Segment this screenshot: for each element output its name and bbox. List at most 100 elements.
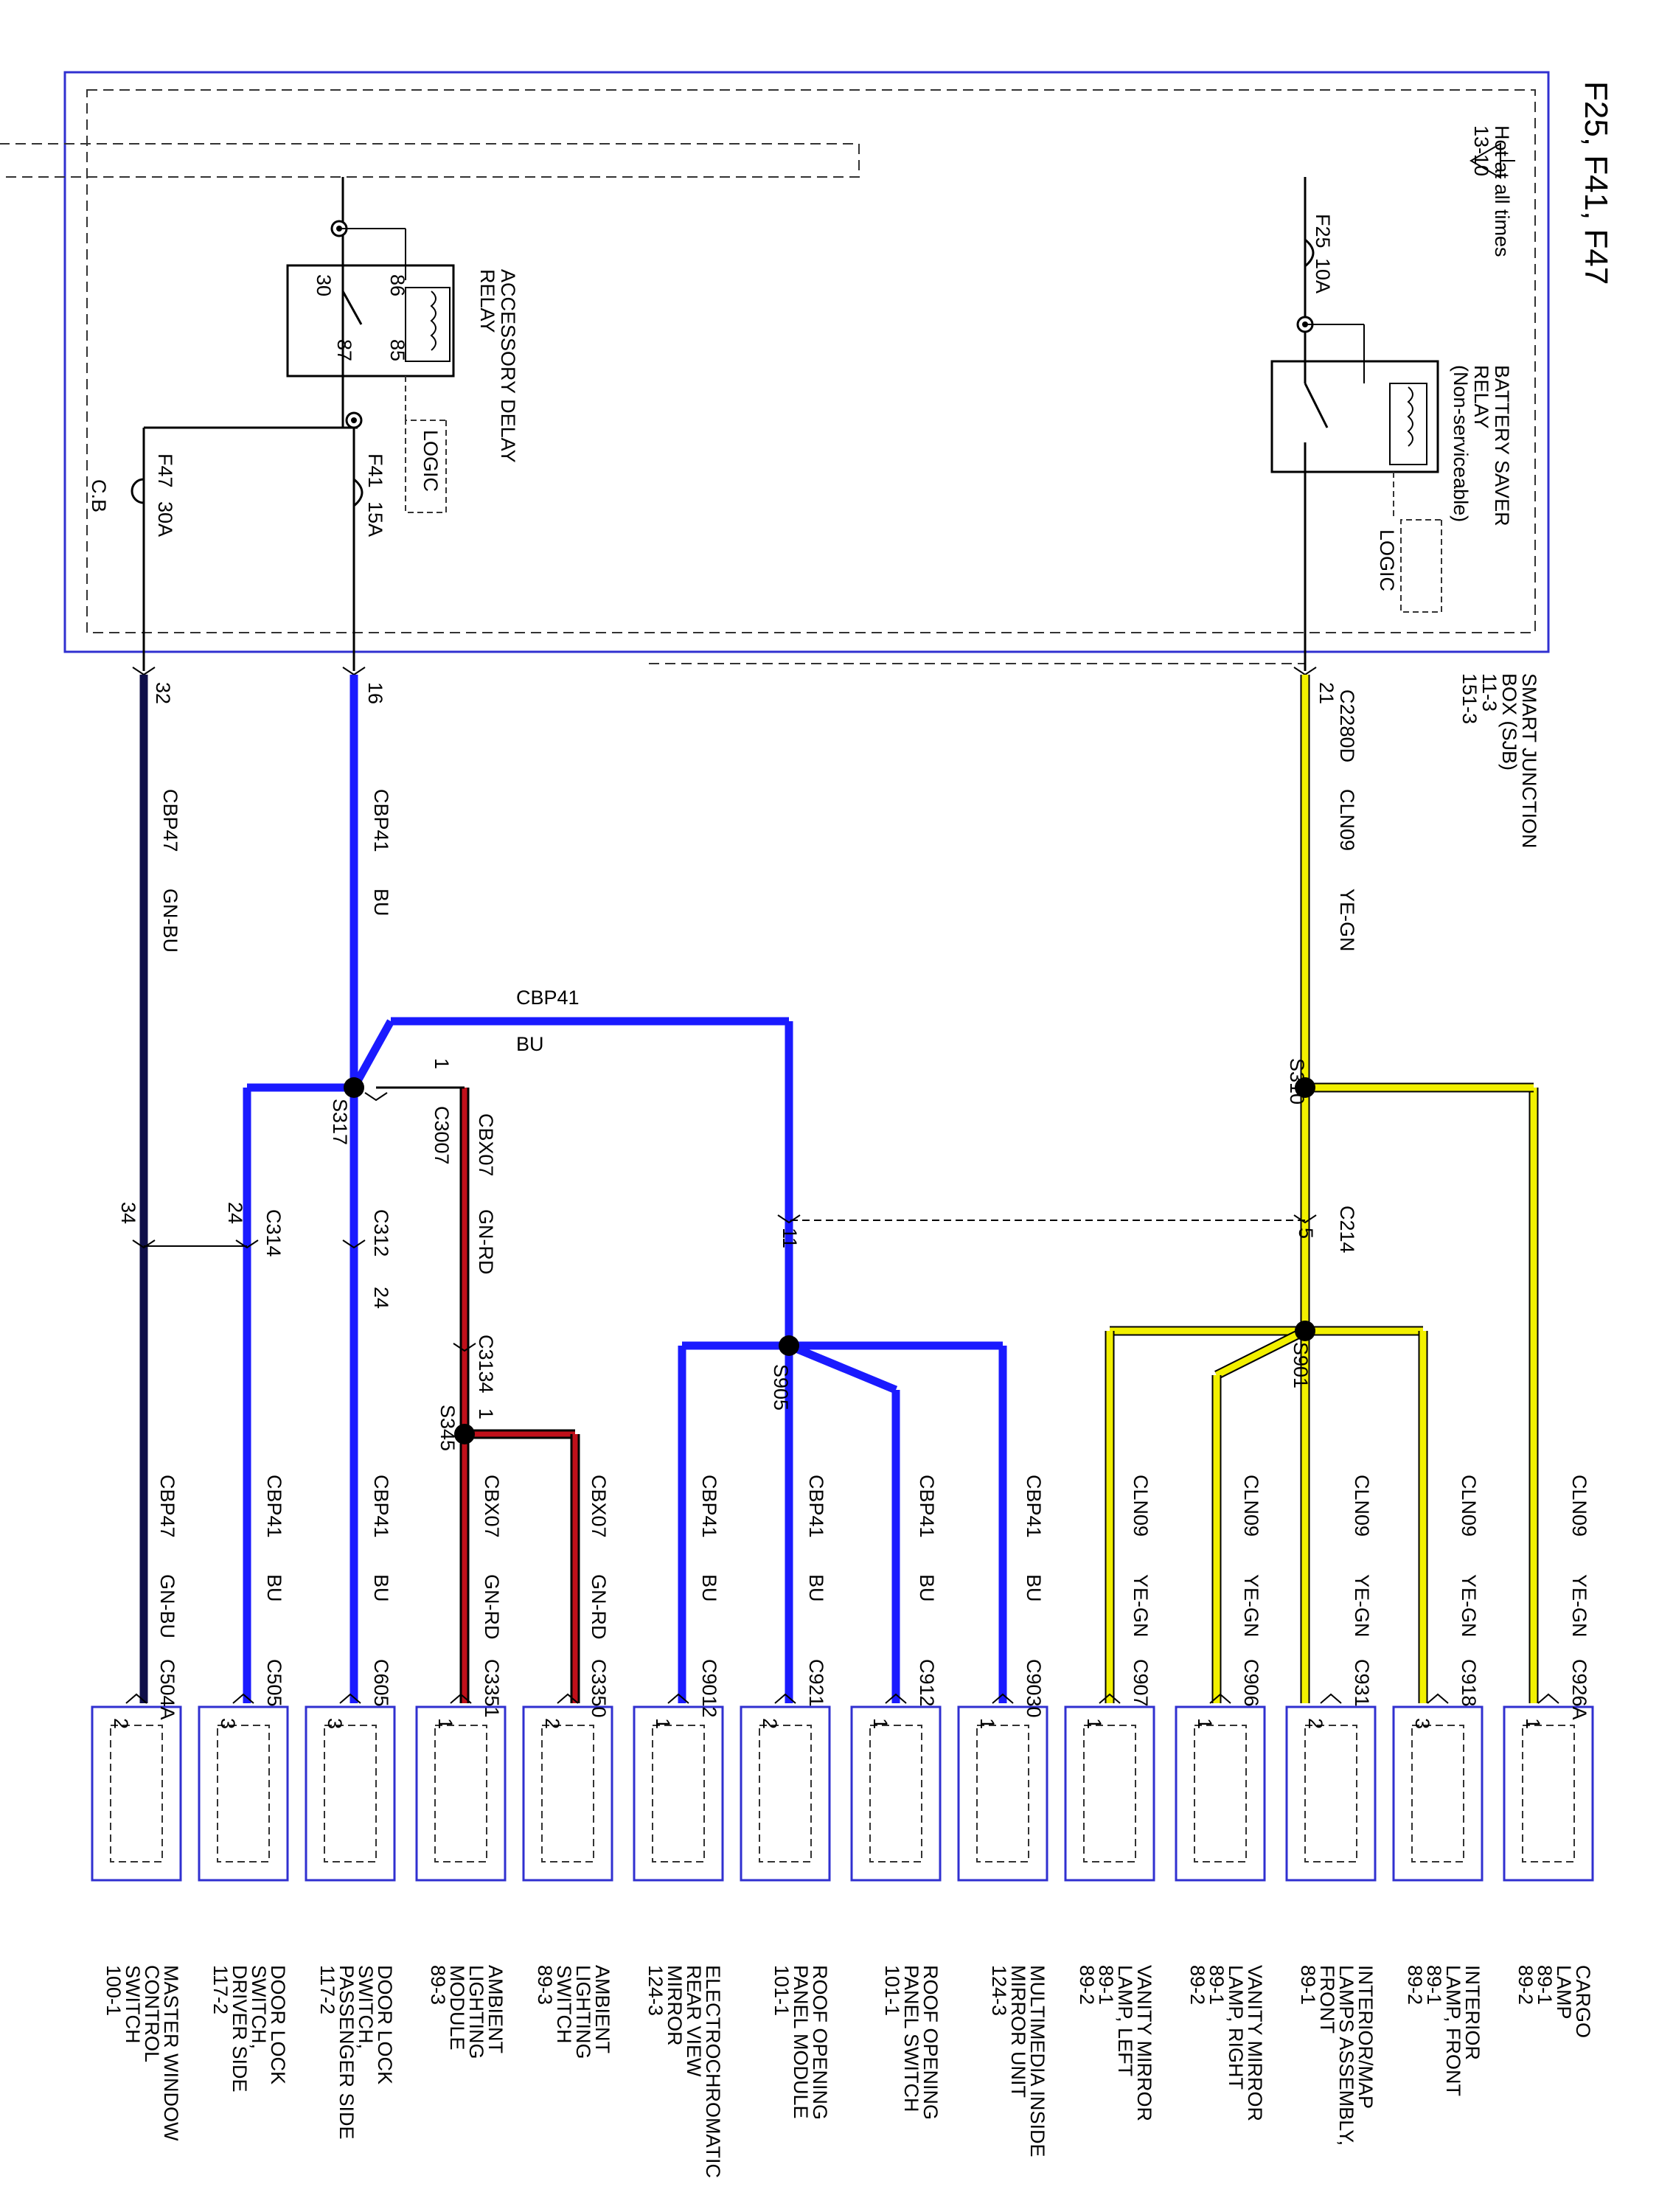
conn-c312-pin: 24: [370, 1287, 392, 1309]
component-pin-6: 1: [869, 1718, 891, 1729]
component-name-0-2: 89-1: [1534, 1965, 1556, 2005]
component-pin-10: 1: [434, 1718, 456, 1729]
sjb-inner-dashed: [86, 89, 1536, 633]
component-connector-0: [1537, 1693, 1559, 1704]
conn-c2280d: C2280D: [1336, 689, 1358, 762]
component-name-1-1: LAMP, FRONT: [1442, 1965, 1464, 2096]
component-name-8-2: MIRROR: [664, 1965, 686, 2046]
component-name-7-0: ROOF OPENING: [809, 1965, 831, 2120]
component-name-4-3: 89-2: [1076, 1965, 1098, 2005]
pin-32: 32: [152, 682, 174, 704]
logic-block-adr: [405, 420, 447, 513]
component-pin-5: 1: [976, 1718, 998, 1729]
component-connector-1: [1427, 1693, 1449, 1704]
component-pin-9: 2: [541, 1718, 563, 1729]
component-conn-8: C9012: [698, 1659, 720, 1718]
component-box-11: [305, 1705, 396, 1882]
component-circuit-1: CLN09: [1458, 1475, 1480, 1537]
component-name-1-2: 89-1: [1423, 1965, 1445, 2005]
component-box-3: [1175, 1705, 1266, 1882]
adr-pin-87: 87: [333, 339, 355, 361]
component-name-11-3: 117-2: [316, 1965, 338, 2014]
component-name-9-3: 89-3: [534, 1965, 556, 2005]
component-name-3-2: 89-1: [1206, 1965, 1228, 2005]
fuse-f25-name: F25: [1312, 214, 1334, 248]
component-name-4-2: 89-1: [1095, 1965, 1117, 2005]
component-box-10: [415, 1705, 507, 1882]
component-circuit-7: CBP41: [805, 1475, 827, 1538]
component-pin-13: 2: [110, 1718, 132, 1729]
component-inner-7: [759, 1725, 812, 1863]
component-name-10-3: 89-3: [427, 1965, 449, 2005]
component-name-10-2: MODULE: [446, 1965, 468, 2051]
fuse-f25-rating: 10A: [1312, 258, 1334, 293]
breaker-f47-symbol: [131, 478, 145, 504]
component-name-2-2: FRONT: [1316, 1965, 1338, 2034]
component-connector-11: [339, 1693, 361, 1704]
hot-label-1: Hot at all times: [1491, 125, 1513, 257]
sjb-label-4: 151-3: [1458, 673, 1481, 724]
component-name-7-2: 101-1: [771, 1965, 793, 2016]
component-conn-4: C907: [1130, 1659, 1152, 1707]
component-connector-3: [1209, 1693, 1231, 1704]
component-inner-5: [976, 1725, 1029, 1863]
splice-s901: [1295, 1321, 1315, 1341]
battery-saver-relay: [1270, 360, 1439, 473]
component-conn-1: C918: [1458, 1659, 1480, 1707]
bsr-logic-label: LOGIC: [1376, 529, 1398, 591]
component-wire-color-12: BU: [263, 1574, 285, 1602]
wire-label-gnrd-color: GN-RD: [475, 1209, 497, 1275]
component-name-2-1: LAMPS ASSEMBLY,: [1335, 1965, 1357, 2146]
fuse-f41-rating: 15A: [364, 501, 386, 537]
sjb-label-3: 11-3: [1478, 673, 1500, 712]
wire-label-gnbu-color: GN-BU: [159, 888, 181, 953]
component-wire-color-10: GN-RD: [481, 1574, 503, 1640]
component-inner-10: [434, 1725, 487, 1863]
component-name-13-2: SWITCH: [122, 1965, 144, 2043]
component-pin-2: 2: [1304, 1718, 1326, 1729]
conn-c3007-pin: 1: [431, 1058, 453, 1069]
component-connector-7: [774, 1693, 796, 1704]
diagram-title: F25, F41, F47: [1578, 81, 1614, 285]
component-name-13-0: MASTER WINDOW: [160, 1965, 182, 2141]
splice-s310-label: S310: [1286, 1058, 1308, 1105]
component-name-6-2: 101-1: [881, 1965, 903, 2016]
component-wire-color-5: BU: [1023, 1574, 1045, 1602]
component-inner-12: [217, 1725, 270, 1863]
adr-pin-86: 86: [386, 274, 408, 296]
component-name-5-2: 124-3: [988, 1965, 1010, 2016]
component-connector-10: [450, 1693, 472, 1704]
component-name-12-3: 117-2: [209, 1965, 232, 2014]
component-pin-11: 3: [324, 1718, 346, 1729]
wire-label-bu-upper-color: BU: [516, 1033, 544, 1055]
component-pin-4: 1: [1083, 1718, 1105, 1729]
splice-s905: [779, 1335, 799, 1356]
component-inner-11: [324, 1725, 377, 1863]
component-name-5-0: MULTIMEDIA INSIDE: [1026, 1965, 1048, 2157]
component-wire-color-4: YE-GN: [1130, 1574, 1152, 1638]
component-wire-color-9: GN-RD: [588, 1574, 610, 1640]
hot-bus: [0, 143, 860, 178]
component-connector-9: [557, 1693, 579, 1704]
component-name-9-0: AMBIENT: [591, 1965, 613, 2053]
component-conn-10: C3351: [481, 1659, 503, 1718]
component-circuit-9: CBX07: [588, 1475, 610, 1538]
component-name-12-0: DOOR LOCK: [267, 1965, 289, 2084]
wire-label-gnrd-circuit: CBX07: [475, 1113, 497, 1177]
component-conn-11: C605: [370, 1659, 392, 1707]
bsr-label-1: BATTERY SAVER: [1491, 365, 1513, 526]
component-name-1-0: INTERIOR: [1461, 1965, 1484, 2060]
component-name-3-1: LAMP, RIGHT: [1225, 1965, 1247, 2090]
component-name-6-0: ROOF OPENING: [919, 1965, 942, 2120]
wire-label-bu-circuit: CBP41: [370, 789, 392, 852]
adr-label-1: ACCESSORY DELAY: [497, 269, 519, 463]
component-circuit-6: CBP41: [916, 1475, 938, 1538]
fuse-f47-type: C.B: [88, 479, 110, 512]
component-name-2-0: INTERIOR/MAP: [1354, 1965, 1377, 2109]
component-wire-color-7: BU: [805, 1574, 827, 1602]
component-conn-7: C921: [805, 1659, 827, 1707]
component-circuit-4: CLN09: [1130, 1475, 1152, 1537]
component-wire-color-13: GN-BU: [156, 1574, 178, 1638]
component-name-1-3: 89-2: [1404, 1965, 1426, 2005]
